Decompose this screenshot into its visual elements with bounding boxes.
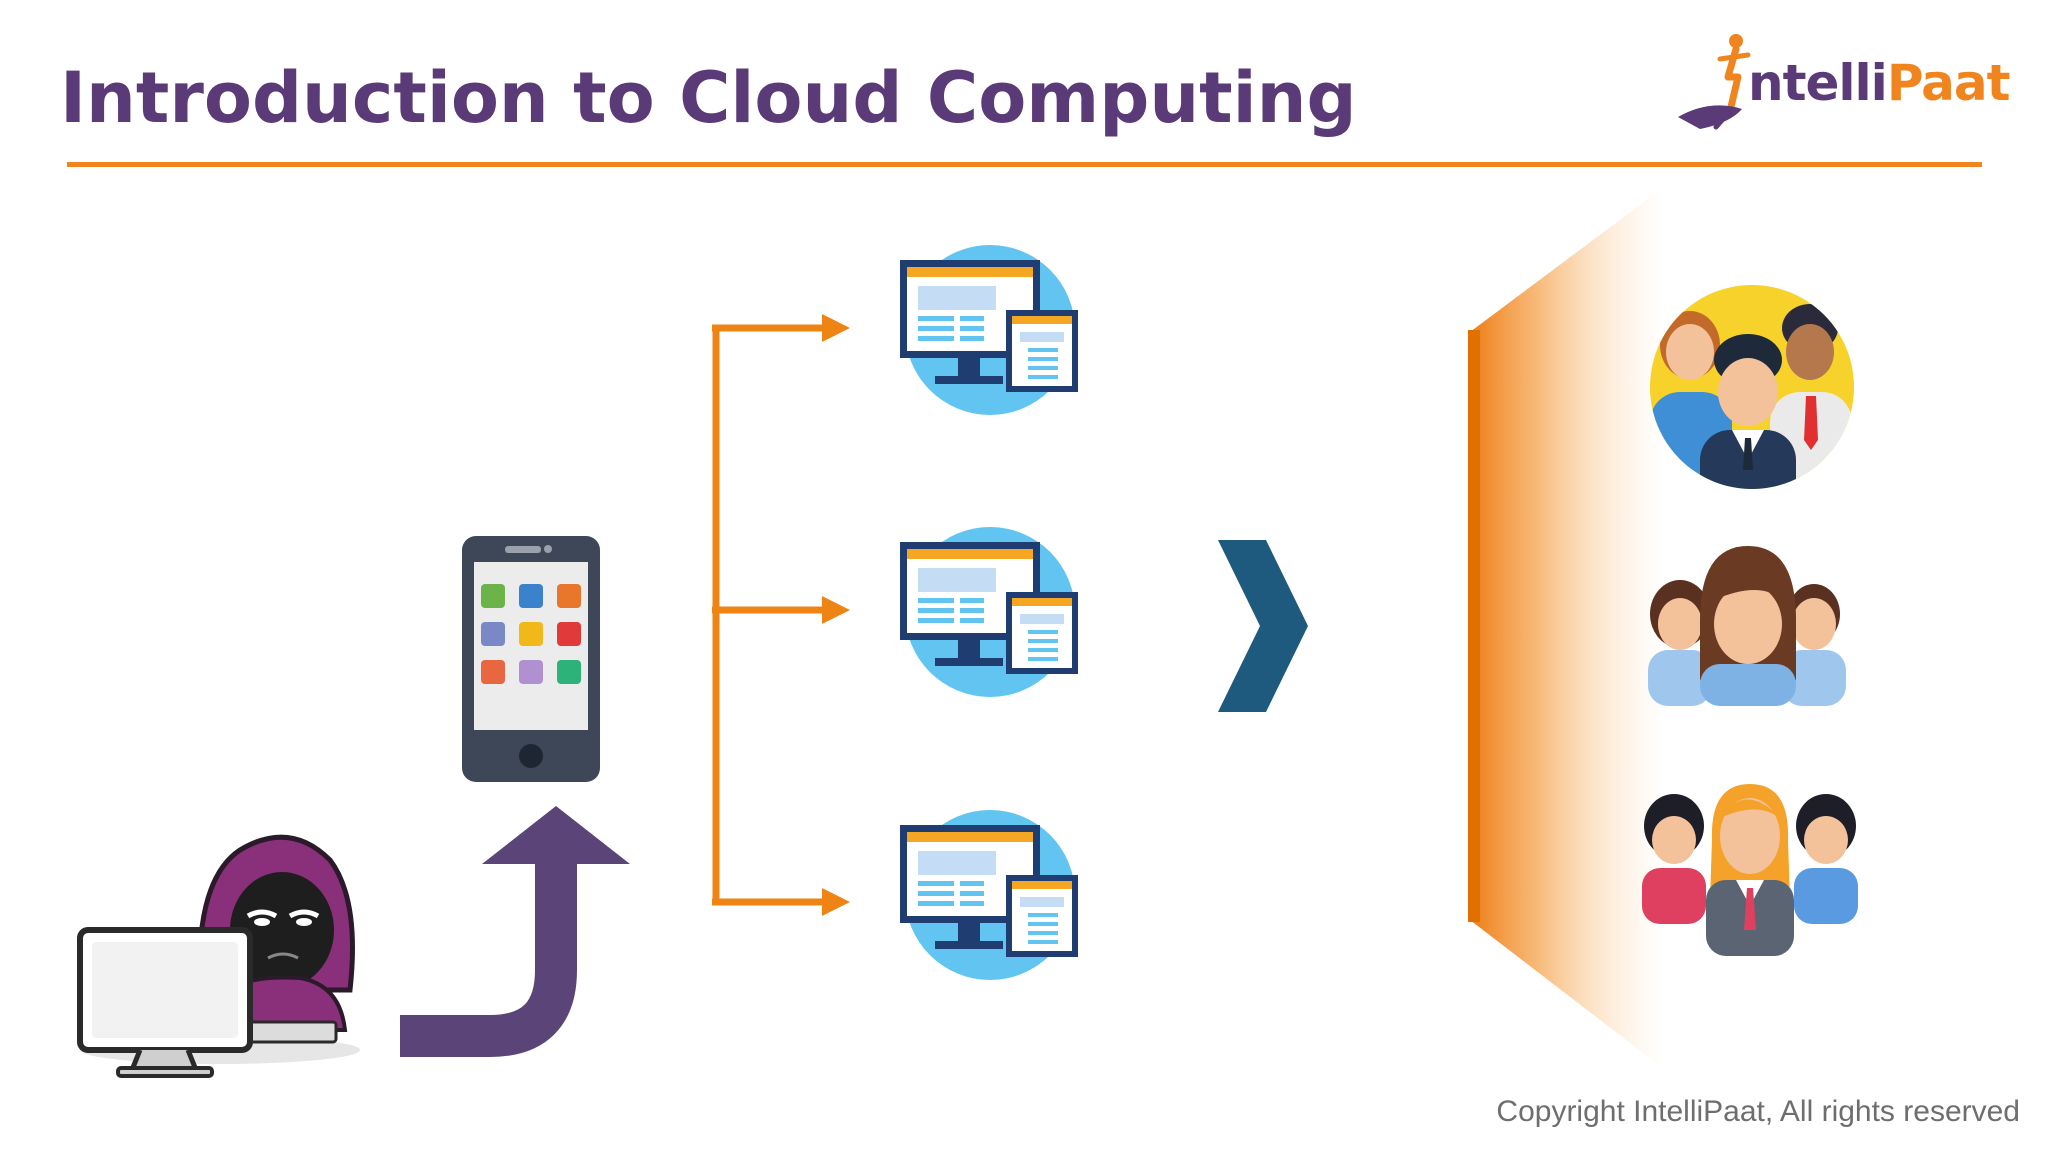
server-icon-bottom: [900, 810, 1078, 980]
branch-arrows: [712, 314, 850, 916]
page-title: Introduction to Cloud Computing: [60, 57, 1357, 139]
women-group-icon: [1648, 546, 1846, 706]
logo-text-paat: Paat: [1886, 54, 2011, 112]
logo-figure-icon: [1678, 34, 1751, 130]
server-icon-top: [900, 245, 1078, 415]
server-icon-middle: [900, 527, 1078, 697]
intellipaat-logo: ntelliPaat: [1670, 25, 2011, 140]
business-team-icon: [1650, 285, 1854, 489]
smartphone-icon: [462, 536, 600, 782]
projection-funnel: [1468, 190, 1660, 1066]
title-underline: [67, 162, 1982, 167]
chevron-right-icon: [1218, 540, 1308, 712]
hooded-hacker-icon: [77, 834, 360, 1078]
curved-up-arrow-icon: [400, 806, 630, 1057]
copyright-footer: Copyright IntelliPaat, All rights reserv…: [1496, 1095, 2020, 1128]
office-team-icon: [1642, 784, 1858, 956]
logo-text-intelli: ntelli: [1748, 54, 1888, 112]
logo-wordmark: ntelliPaat: [1748, 53, 2011, 113]
